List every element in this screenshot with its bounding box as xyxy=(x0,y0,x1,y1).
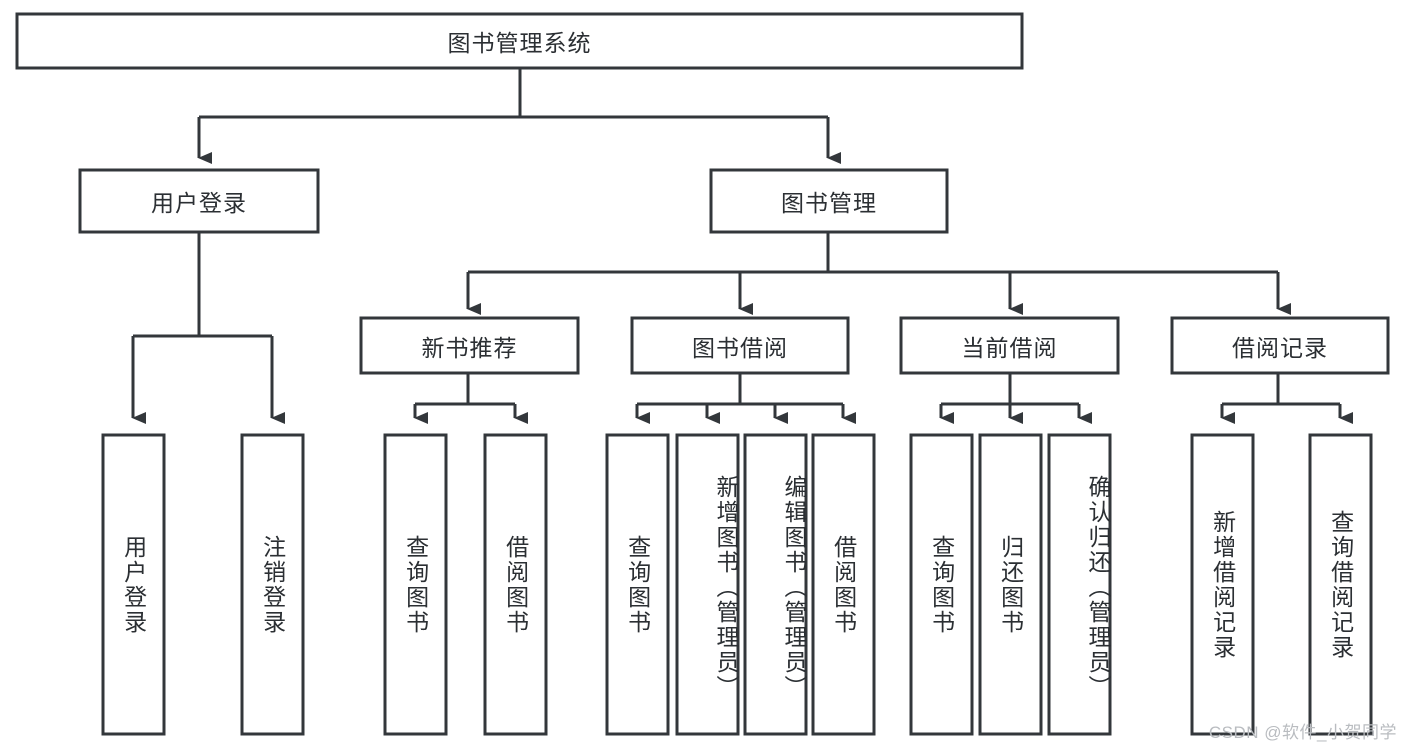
leaf-confirm-return-admin[interactable] xyxy=(1047,433,1112,736)
leaf-query-borrow-record[interactable] xyxy=(1308,433,1373,736)
leaf-query-book-current[interactable] xyxy=(909,433,974,736)
connector-bookmgmt-to-level3 xyxy=(466,232,1291,315)
connector-record-to-leaves xyxy=(1220,373,1353,424)
node-book-management[interactable] xyxy=(709,168,949,234)
leaf-edit-book-admin[interactable] xyxy=(743,433,808,736)
connector-current-to-leaves xyxy=(939,373,1092,424)
connector-borrow-to-leaves xyxy=(635,373,856,424)
connector-login-to-leaves xyxy=(131,232,285,424)
connector-newbook-to-leaves xyxy=(413,373,528,424)
leaf-return-book[interactable] xyxy=(978,433,1043,736)
node-current-borrow[interactable] xyxy=(899,316,1120,375)
leaf-logout[interactable] xyxy=(240,433,305,736)
leaf-borrow-book-newbook[interactable] xyxy=(483,433,548,736)
node-borrow-record[interactable] xyxy=(1170,316,1390,375)
leaf-user-login[interactable] xyxy=(101,433,166,736)
leaf-query-book-newbook[interactable] xyxy=(383,433,448,736)
leaf-add-book-admin[interactable] xyxy=(675,433,740,736)
leaf-borrow-book[interactable] xyxy=(811,433,876,736)
node-new-book-recommend[interactable] xyxy=(359,316,580,375)
node-user-login[interactable] xyxy=(78,168,320,234)
leaf-add-borrow-record[interactable] xyxy=(1190,433,1255,736)
watermark-text: CSDN @软件_小贺同学 xyxy=(1208,723,1397,742)
leaf-query-book-borrow[interactable] xyxy=(605,433,670,736)
node-root[interactable] xyxy=(15,12,1024,70)
node-book-borrow[interactable] xyxy=(630,316,850,375)
connector-root-to-level2 xyxy=(197,68,841,164)
